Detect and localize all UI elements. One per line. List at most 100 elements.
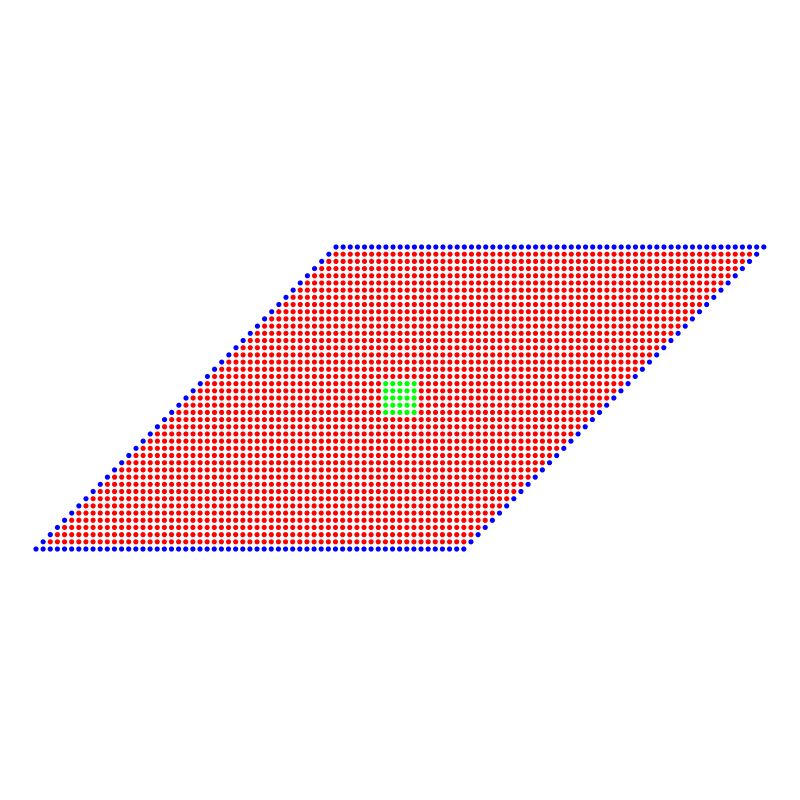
interior-point bbox=[440, 424, 446, 430]
interior-point bbox=[319, 280, 325, 286]
interior-point bbox=[340, 409, 346, 415]
interior-point bbox=[368, 337, 375, 344]
interior-point bbox=[397, 366, 403, 372]
interior-point bbox=[340, 316, 346, 322]
interior-point bbox=[540, 301, 546, 308]
interior-point bbox=[490, 352, 496, 358]
interior-point bbox=[447, 496, 453, 502]
interior-point bbox=[268, 431, 275, 437]
interior-point bbox=[297, 287, 303, 293]
interior-point bbox=[589, 359, 596, 365]
interior-point bbox=[532, 294, 539, 300]
boundary-point bbox=[618, 244, 624, 250]
interior-point bbox=[483, 294, 489, 300]
interior-point bbox=[126, 503, 132, 509]
interior-point bbox=[582, 265, 589, 272]
interior-point bbox=[161, 431, 168, 437]
interior-point bbox=[661, 287, 667, 293]
interior-point bbox=[418, 445, 424, 451]
boundary-point bbox=[440, 244, 446, 250]
interior-point bbox=[418, 287, 425, 293]
interior-point bbox=[354, 510, 360, 516]
interior-point bbox=[390, 301, 396, 308]
interior-point bbox=[261, 445, 267, 451]
boundary-point bbox=[711, 244, 717, 250]
interior-point bbox=[475, 323, 482, 329]
boundary-point bbox=[711, 294, 717, 300]
interior-point bbox=[282, 539, 289, 545]
interior-point bbox=[304, 301, 310, 308]
interior-point bbox=[525, 467, 531, 473]
interior-point bbox=[204, 474, 210, 480]
interior-point bbox=[604, 359, 610, 365]
interior-point bbox=[418, 352, 424, 358]
interior-point bbox=[504, 445, 510, 451]
interior-point bbox=[646, 323, 653, 329]
interior-point bbox=[468, 467, 474, 473]
interior-point bbox=[496, 474, 503, 480]
interior-point bbox=[682, 273, 688, 279]
interior-point bbox=[604, 258, 610, 264]
interior-point bbox=[461, 280, 467, 286]
interior-point bbox=[447, 309, 453, 315]
interior-point bbox=[389, 524, 396, 531]
interior-point bbox=[482, 323, 489, 329]
interior-point bbox=[447, 280, 453, 286]
interior-point bbox=[382, 431, 389, 437]
interior-point bbox=[554, 445, 560, 451]
interior-point bbox=[554, 388, 560, 394]
interior-point bbox=[204, 388, 210, 394]
interior-point bbox=[233, 373, 239, 380]
interior-point bbox=[582, 395, 588, 401]
interior-point bbox=[54, 539, 61, 545]
interior-point bbox=[568, 301, 574, 308]
interior-point bbox=[390, 438, 396, 444]
interior-point bbox=[333, 467, 339, 473]
interior-point bbox=[283, 452, 289, 459]
boundary-point bbox=[319, 258, 325, 264]
boundary-point bbox=[176, 546, 182, 552]
interior-point bbox=[418, 309, 425, 315]
interior-point bbox=[268, 424, 275, 430]
boundary-point bbox=[61, 546, 68, 552]
interior-point bbox=[226, 366, 232, 372]
interior-point bbox=[297, 409, 303, 415]
interior-point bbox=[261, 431, 267, 437]
interior-point bbox=[140, 539, 146, 545]
interior-point bbox=[575, 265, 581, 272]
interior-point bbox=[161, 532, 167, 538]
interior-point bbox=[504, 330, 510, 336]
interior-point bbox=[625, 330, 631, 336]
interior-point bbox=[219, 395, 225, 401]
interior-point bbox=[461, 345, 467, 351]
interior-point bbox=[197, 445, 203, 451]
interior-point bbox=[468, 381, 474, 387]
boundary-point bbox=[190, 546, 196, 552]
interior-point bbox=[454, 273, 460, 279]
interior-point bbox=[218, 431, 225, 437]
interior-point bbox=[568, 424, 574, 430]
interior-point bbox=[269, 345, 275, 351]
interior-point bbox=[368, 467, 374, 473]
interior-point bbox=[518, 323, 524, 329]
interior-point bbox=[561, 316, 567, 322]
interior-point bbox=[425, 395, 432, 401]
interior-point bbox=[475, 301, 482, 308]
interior-point bbox=[604, 301, 610, 308]
interior-point bbox=[475, 309, 482, 315]
interior-point bbox=[397, 273, 403, 279]
interior-point bbox=[704, 280, 710, 286]
interior-point bbox=[575, 424, 581, 430]
interior-point bbox=[654, 251, 660, 257]
interior-point bbox=[290, 395, 296, 401]
interior-point bbox=[532, 402, 538, 408]
interior-point bbox=[489, 510, 495, 516]
interior-point bbox=[333, 352, 339, 358]
interior-point bbox=[425, 539, 431, 545]
interior-point bbox=[497, 402, 503, 408]
interior-point bbox=[347, 265, 353, 272]
interior-point bbox=[639, 359, 645, 365]
interior-point bbox=[389, 539, 396, 545]
interior-point bbox=[361, 273, 368, 279]
interior-point bbox=[282, 532, 289, 538]
